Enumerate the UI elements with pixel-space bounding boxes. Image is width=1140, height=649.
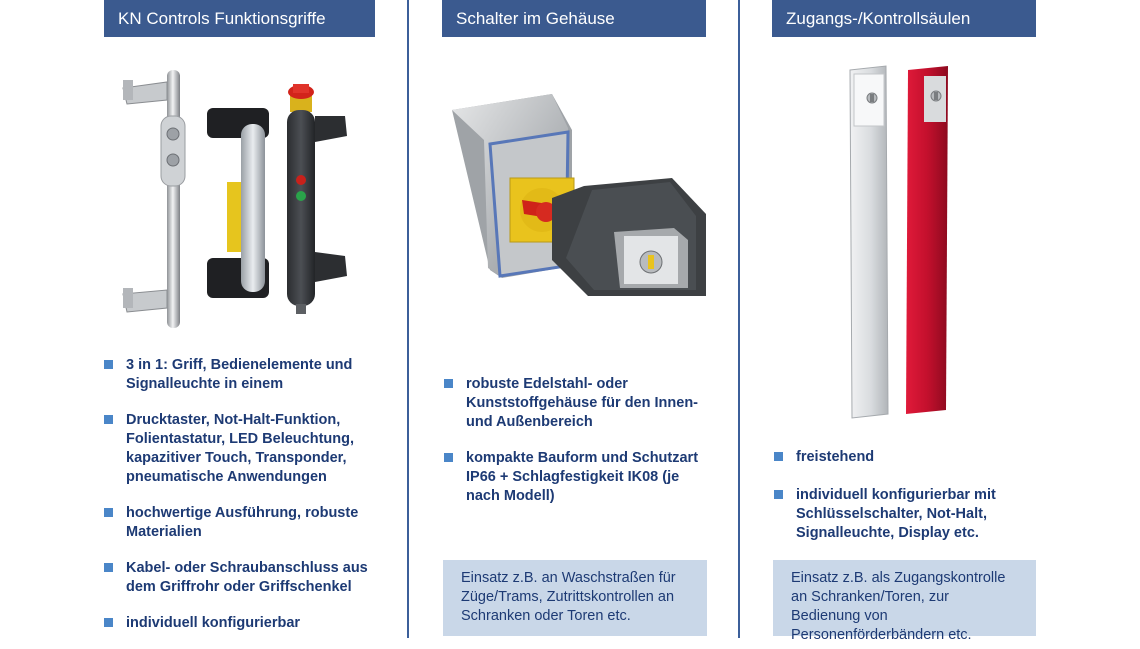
feature-item: individuell konfigurierbar [104,614,374,633]
usage-info-box: Einsatz z.B. an Waschstraßen für Züge/Tr… [443,560,707,636]
usage-info-box: Einsatz z.B. als Zugangskontrolle an Sch… [773,560,1036,643]
feature-item: robuste Edelstahl- oder Kunststoffgehäus… [444,375,706,432]
column-divider-left [407,0,409,638]
feature-item: 3 in 1: Griff, Bedienelemente und Signal… [104,356,374,394]
feature-item: Drucktaster, Not-Halt-Funktion, Folienta… [104,411,374,487]
feature-list: 3 in 1: Griff, Bedienelemente und Signal… [104,356,374,633]
feature-item: freistehend [774,448,1036,467]
access-columns-product-image [849,65,948,419]
feature-item: individuell konfigurierbar mit Schlüssel… [774,486,1036,543]
column-header: Schalter im Gehäuse [442,0,706,37]
column-header: Zugangs-/Kontrollsäulen [772,0,1036,37]
handles-product-image [122,70,347,328]
feature-list: robuste Edelstahl- oder Kunststoffgehäus… [444,375,706,506]
feature-item: kompakte Bauform und Schutzart IP66 + Sc… [444,449,706,506]
switch-enclosures-product-image [452,94,706,296]
column-divider-right [738,0,740,638]
feature-item: hochwertige Ausführung, robuste Material… [104,504,374,542]
feature-list: freistehend individuell konfigurierbar m… [774,448,1036,543]
feature-item: Kabel- oder Schraubanschluss aus dem Gri… [104,559,374,597]
column-header: KN Controls Funktionsgriffe [104,0,375,37]
